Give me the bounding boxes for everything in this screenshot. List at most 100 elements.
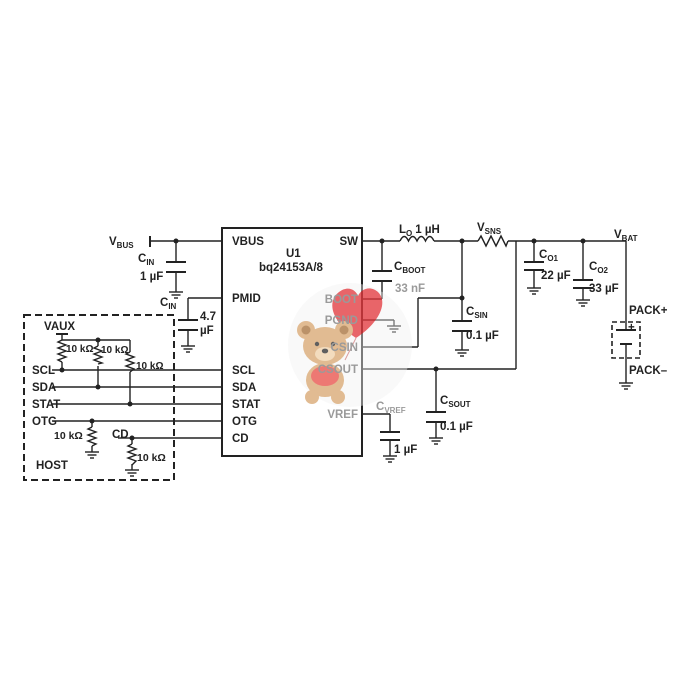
resistor-pull-sda [92,345,105,365]
csout-sub: SOUT [448,400,470,409]
junctions [59,238,586,441]
cin1-value: 1 µF [140,271,163,283]
vbat-label: V [614,229,622,241]
watermark-teddy-bear [288,283,412,407]
capacitor-cboot [372,270,392,282]
resistor-otg [86,426,98,447]
res-cd-value: 10 kΩ [137,452,166,464]
capacitor-csout [426,411,446,423]
co1-sub: O1 [547,254,558,263]
co2-sub: O2 [597,266,608,275]
vbat-sub: BAT [622,234,638,243]
pin-otg: OTG [232,416,257,428]
pin-csout: CSOUT [318,364,358,376]
capacitor-cvref [380,431,400,441]
vsns-sub: SNS [485,227,502,236]
battery-pack [611,321,641,359]
host-signal-cd: CD [112,429,129,441]
inductor-lo [399,235,435,243]
host-signal-otg: OTG [32,416,57,428]
resistor-cd [126,443,138,466]
csout-label: C [440,395,448,407]
svg-text:VBUS: VBUS [109,236,134,250]
co2-value: 33 µF [589,283,619,295]
pin-scl: SCL [232,365,255,377]
host-box [23,314,175,481]
host-title: HOST [36,460,68,472]
pin-csin: CSIN [331,342,358,354]
resistor-pull-scl [56,339,68,363]
pin-pmid: PMID [232,293,261,305]
svg-text:CIN: CIN [160,297,177,311]
host-vaux: VAUX [44,321,75,333]
csout-value: 0.1 µF [440,421,473,433]
svg-text:CSIN: CSIN [466,306,488,320]
cvref-label: C [376,401,384,413]
svg-text:CBOOT: CBOOT [394,261,426,275]
svg-text:CIN: CIN [138,253,155,267]
res-pull2-value: 10 kΩ [101,345,128,356]
res-pull1-value: 10 kΩ [66,344,93,355]
co1-label: C [539,249,547,261]
host-signal-sda: SDA [32,382,56,394]
pin-vbus: VBUS [232,236,264,248]
capacitor-cin1 [166,261,186,273]
cin2-value-a: 4.7 [200,311,216,323]
csin-label: C [466,306,474,318]
pack-plus-sign: + [628,322,635,334]
host-text: VAUX SCL SDA STAT OTG CD HOST 10 kΩ 10 k… [32,321,166,472]
co2-label: C [589,261,597,273]
cin2-sub: IN [168,302,176,311]
pin-cd: CD [232,433,249,445]
capacitor-co1 [524,261,544,271]
host-signal-scl: SCL [32,365,55,377]
cboot-value: 33 nF [395,283,425,295]
capacitor-co2 [573,279,593,289]
csin-sub: SIN [474,311,488,320]
capacitor-cin2 [178,319,198,331]
cin1-sub: IN [146,258,154,267]
csin-value: 0.1 µF [466,330,499,342]
host-signal-stat: STAT [32,399,60,411]
pin-boot: BOOT [325,294,358,306]
lo-value: 1 µH [415,224,440,236]
cvref-sub: VREF [384,406,405,415]
pack-minus-label: PACK– [629,365,668,377]
cvref-value: 1 µF [394,444,417,456]
ic-u1-text: U1 bq24153A/8 VBUS PMID SCL SDA STAT OTG… [232,236,358,445]
pin-stat: STAT [232,399,260,411]
svg-text:LO1 µH: LO1 µH [399,224,440,238]
cin1-label: C [138,253,146,265]
pin-sw: SW [339,236,358,248]
ground-symbols [85,287,633,477]
sense-resistor [477,234,509,248]
cboot-label: C [394,261,402,273]
pin-pgnd: PGND [325,315,358,327]
vbus-label: V [109,236,117,248]
svg-text:CO1: CO1 [539,249,559,263]
svg-text:VBAT: VBAT [614,229,638,243]
res-otg-value: 10 kΩ [54,430,83,442]
ic-part-number: bq24153A/8 [259,262,324,274]
vsns-label: V [477,222,485,234]
capacitor-csin [452,320,472,332]
ic-designator: U1 [286,248,301,260]
resistor-pull-stat [124,351,136,373]
cboot-sub: BOOT [402,266,425,275]
pin-sda: SDA [232,382,256,394]
lo-label: L [399,224,406,236]
svg-text:CVREF: CVREF [376,401,406,415]
cin2-label: C [160,297,168,309]
co1-value: 22 µF [541,270,571,282]
cin2-value-b: µF [200,325,214,337]
pack-plus-label: PACK+ [629,305,668,317]
lo-sub: O [406,229,412,238]
svg-text:CO2: CO2 [589,261,609,275]
res-pull3-value: 10 kΩ [136,361,163,372]
svg-text:VSNS: VSNS [477,222,502,236]
vbus-sub: BUS [117,241,135,250]
pin-vref: VREF [327,409,358,421]
svg-text:CSOUT: CSOUT [440,395,471,409]
